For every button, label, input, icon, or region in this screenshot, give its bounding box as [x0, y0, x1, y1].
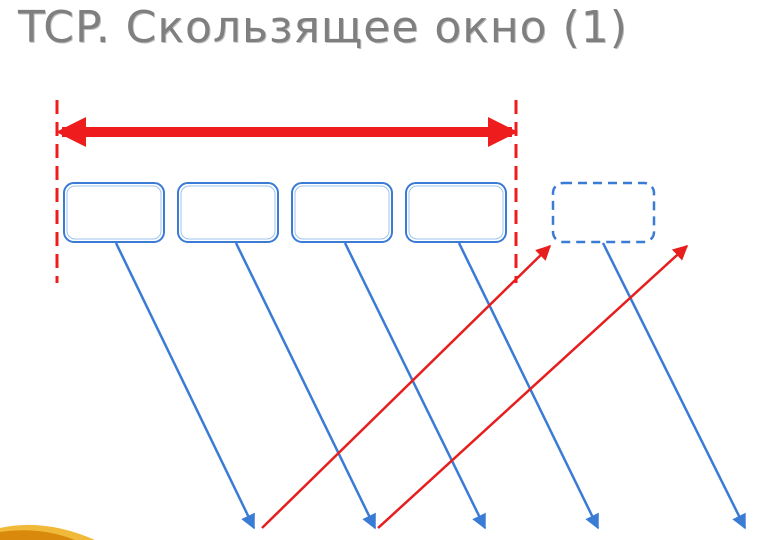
data-arrow — [457, 242, 600, 530]
data-arrows — [114, 242, 747, 530]
data-arrow — [234, 242, 377, 530]
pending-segment-box — [551, 181, 656, 244]
window-segments — [63, 182, 507, 243]
segment-box — [63, 182, 165, 243]
segment-box — [177, 182, 279, 243]
data-arrow — [114, 242, 256, 530]
ack-arrows — [261, 244, 689, 529]
segment-box — [291, 182, 393, 243]
data-arrow — [601, 242, 747, 530]
ack-arrow — [261, 244, 552, 529]
ack-arrow — [377, 244, 689, 529]
data-arrow — [343, 242, 487, 530]
segment-box — [405, 182, 507, 243]
slide-title: TCP. Скользящее окно (1) — [18, 2, 628, 53]
